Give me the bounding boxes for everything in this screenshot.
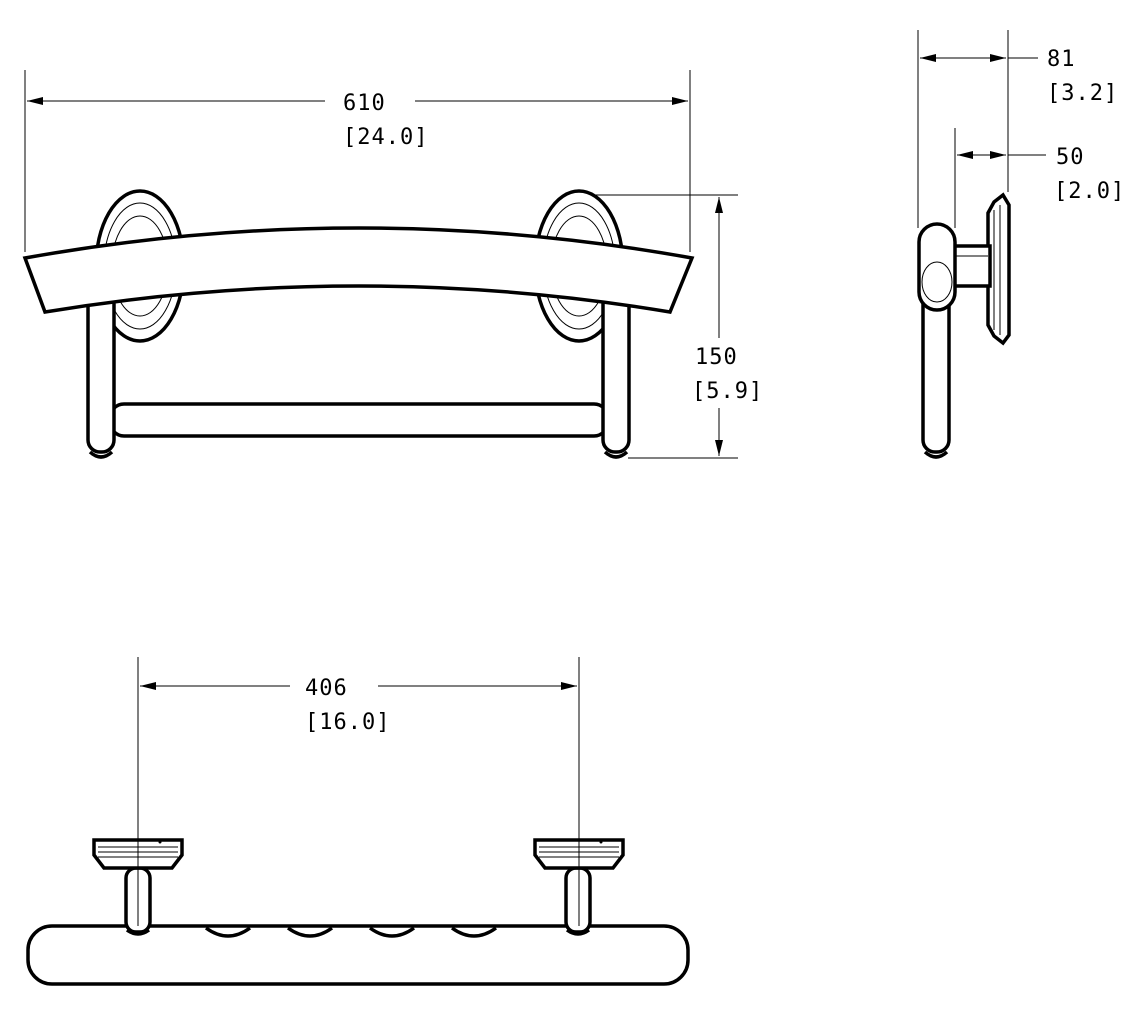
front-left-post xyxy=(86,290,116,459)
dim-projection: 81 [3.2] xyxy=(917,30,1118,228)
side-bar-section xyxy=(917,222,957,312)
dim-overall-length-inch: [24.0] xyxy=(343,125,428,150)
dim-projection-inch: [3.2] xyxy=(1047,81,1118,106)
dim-height: 150 [5.9] xyxy=(590,194,763,459)
dim-overall-length-mm: 610 xyxy=(343,91,386,116)
dim-flange-depth-inch: [2.0] xyxy=(1054,179,1125,204)
front-lower-rail xyxy=(108,402,610,438)
top-bar-body xyxy=(26,924,690,986)
dim-mount-spacing-inch: [16.0] xyxy=(305,710,390,735)
dim-flange-depth-mm: 50 xyxy=(1056,145,1085,170)
front-right-post xyxy=(601,290,631,459)
dim-mount-spacing-mm: 406 xyxy=(305,676,348,701)
front-view: 610 [24.0] 150 [5.9] xyxy=(22,70,763,459)
dim-mount-spacing: 406 [16.0] xyxy=(137,657,580,926)
dim-flange-depth: 50 [2.0] xyxy=(954,128,1125,228)
top-view: 406 [16.0] xyxy=(26,657,690,986)
front-curved-bar xyxy=(22,226,695,314)
dim-height-inch: [5.9] xyxy=(692,379,763,404)
top-right-mount xyxy=(533,838,625,936)
dim-projection-mm: 81 xyxy=(1047,47,1076,72)
dim-height-mm: 150 xyxy=(695,345,738,370)
side-view: 81 [3.2] 50 [2.0] xyxy=(917,30,1125,459)
dim-overall-length: 610 [24.0] xyxy=(24,70,691,252)
